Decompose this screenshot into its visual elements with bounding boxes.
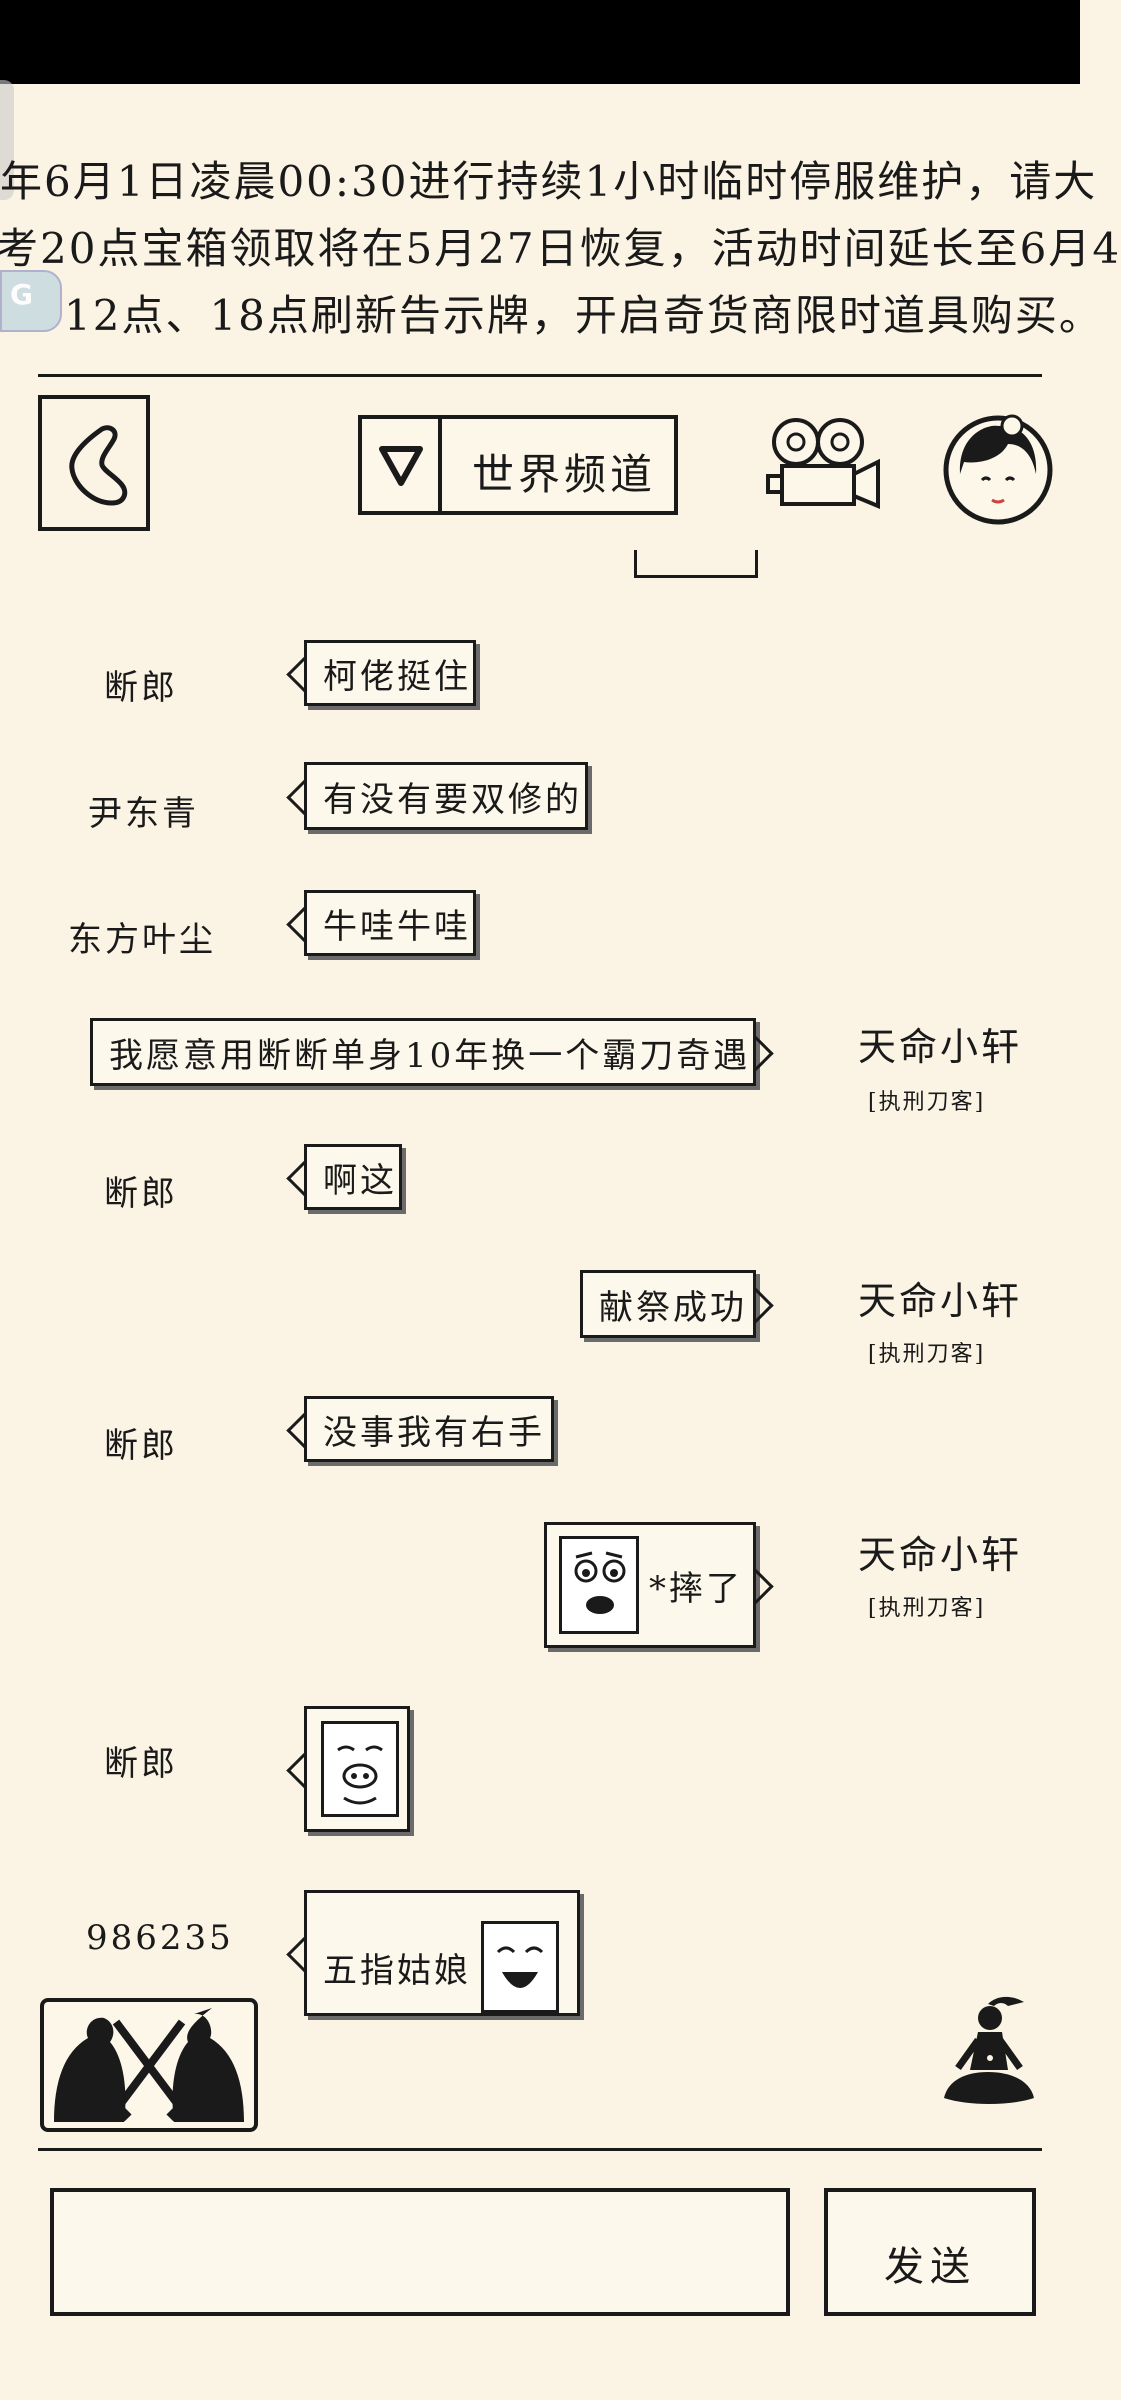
send-button-label: 发送 [884, 2244, 976, 2290]
back-button[interactable] [38, 395, 150, 531]
message-username[interactable]: 断郎 [104, 1174, 178, 1214]
meditating-figure-icon[interactable] [938, 1984, 1040, 2114]
input-divider [38, 2148, 1042, 2151]
message-username[interactable]: 断郎 [104, 668, 178, 708]
laughing-face-sticker [481, 1921, 559, 2013]
notice-line-3: 12点、18点刷新告示牌，开启奇货商限时道具购买。 [64, 291, 1103, 340]
chat-input[interactable] [50, 2188, 790, 2316]
message-username[interactable]: 天命小轩 [858, 1279, 1023, 1323]
header-divider [38, 374, 1042, 377]
video-camera-icon[interactable] [766, 410, 886, 520]
channel-label: 世界频道 [472, 450, 657, 499]
message-text: 五指姑娘 [323, 1950, 471, 1991]
message-username[interactable]: 天命小轩 [858, 1533, 1023, 1577]
message-username[interactable]: 断郎 [104, 1744, 178, 1784]
message-bubble[interactable]: 柯佬挺住 [304, 640, 476, 706]
message-bubble[interactable]: 献祭成功 [580, 1270, 756, 1338]
message-bubble[interactable]: 牛哇牛哇 [304, 890, 476, 956]
pig-face-sticker [321, 1721, 399, 1817]
user-title-badge: [执刑刀客] [868, 1596, 986, 1621]
previous-message-bubble-edge [634, 550, 758, 578]
status-bar [0, 0, 1080, 84]
channel-selector[interactable]: 世界频道 [358, 415, 678, 515]
notice-line-2: 考20点宝箱领取将在5月27日恢复，活动时间延长至6月4 [0, 224, 1121, 273]
message-username[interactable]: 断郎 [104, 1426, 178, 1466]
message-username[interactable]: 天命小轩 [858, 1025, 1023, 1069]
grinning-face-sticker [559, 1536, 639, 1634]
user-title-badge: [执刑刀客] [868, 1342, 986, 1367]
girl-avatar-icon[interactable] [938, 404, 1058, 534]
message-bubble[interactable]: 我愿意用断断单身10年换一个霸刀奇遇 [90, 1018, 756, 1086]
floating-assistant-icon[interactable]: G [0, 270, 62, 332]
message-bubble[interactable] [304, 1706, 410, 1832]
message-username[interactable]: 986235 [86, 1918, 234, 1958]
send-button[interactable]: 发送 [824, 2188, 1036, 2316]
channel-dropdown-toggle[interactable] [362, 419, 442, 511]
message-bubble[interactable]: 有没有要双修的 [304, 762, 588, 830]
user-title-badge: [执刑刀客] [868, 1090, 986, 1115]
back-arrow-icon [69, 425, 128, 506]
message-bubble[interactable]: 啊这 [304, 1144, 402, 1210]
triangle-down-icon [379, 446, 423, 486]
edge-handle[interactable] [0, 80, 14, 200]
message-bubble[interactable]: *摔了 [544, 1522, 756, 1648]
message-username[interactable]: 尹东青 [88, 794, 199, 834]
notice-line-1: 年6月1日凌晨00:30进行持续1小时临时停服维护，请大 [0, 157, 1098, 206]
pvp-button[interactable] [40, 1998, 258, 2132]
crossed-swords-icon [54, 2008, 244, 2122]
message-bubble[interactable]: 没事我有右手 [304, 1396, 554, 1462]
notice-ticker: 年6月1日凌晨00:30进行持续1小时临时停服维护，请大 考20点宝箱领取将在5… [0, 140, 1119, 350]
message-text: *摔了 [649, 1568, 743, 1609]
message-bubble[interactable]: 五指姑娘 [304, 1890, 580, 2016]
message-username[interactable]: 东方叶尘 [68, 920, 216, 960]
